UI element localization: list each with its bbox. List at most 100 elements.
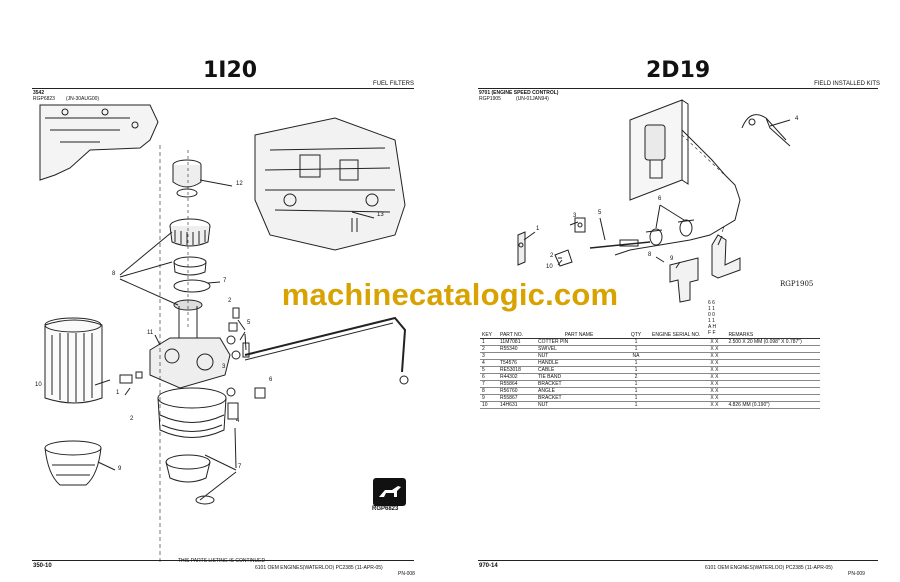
footer-catalog-right: 6101 OEM ENGINES(WATERLOO) PC2385 (11-AP… xyxy=(705,565,833,571)
callout-10: 10 xyxy=(546,264,553,270)
callout-9: 9 xyxy=(670,256,674,262)
cell-variant: X X xyxy=(702,338,727,346)
col-serial: ENGINE SERIAL NO. xyxy=(650,332,703,339)
cell-variant: X X xyxy=(702,345,727,353)
cell-serial xyxy=(650,345,703,353)
callout-2-bottom: 2 xyxy=(130,416,134,422)
cell-part-no: 11M7081 xyxy=(498,338,536,346)
cell-part-name: NUT xyxy=(536,352,622,360)
cell-key: 9 xyxy=(480,394,498,402)
serial-left: (JN-30AUG00) xyxy=(66,96,100,102)
parts-table: KEY PART NO. PART NAME QTY ENGINE SERIAL… xyxy=(480,332,821,409)
cell-qty: 1 xyxy=(622,387,650,395)
cell-part-name: BRACKET xyxy=(536,394,622,402)
cell-qty: 1 xyxy=(622,359,650,367)
header-rule-left xyxy=(32,88,414,89)
cell-variant: X X xyxy=(702,387,727,395)
cell-part-no: RE53018 xyxy=(498,366,536,374)
cell-part-no: R56760 xyxy=(498,387,536,395)
cell-qty: 2 xyxy=(622,373,650,381)
page-id-right: 2D19 xyxy=(646,58,711,83)
cell-serial xyxy=(650,338,703,346)
cell-part-no xyxy=(498,352,536,360)
cell-qty: 1 xyxy=(622,380,650,388)
figure-label-right: RGP1905 xyxy=(780,280,814,288)
cell-part-no: T54576 xyxy=(498,359,536,367)
callout-1: 1 xyxy=(116,390,120,396)
cell-variant: X X xyxy=(702,373,727,381)
callout-4: 4 xyxy=(236,418,240,424)
cell-variant: X X xyxy=(702,352,727,360)
cell-serial xyxy=(650,352,703,360)
john-deere-logo xyxy=(373,478,406,506)
cell-serial xyxy=(650,401,703,409)
cell-serial xyxy=(650,387,703,395)
cell-qty: 1 xyxy=(622,345,650,353)
cell-part-name: TIE BAND xyxy=(536,373,622,381)
footer-rule-right xyxy=(478,560,878,561)
fuel-filter-illustration xyxy=(39,104,409,565)
footer-page-left: 350-10 xyxy=(33,563,52,569)
cell-remarks xyxy=(726,387,821,395)
callout-3: 3 xyxy=(573,213,577,219)
parts-table-header: KEY PART NO. PART NAME QTY ENGINE SERIAL… xyxy=(480,332,821,339)
section-title-right: FIELD INSTALLED KITS xyxy=(814,81,880,87)
callout-6: 6 xyxy=(269,377,273,383)
speed-control-illustration xyxy=(517,99,791,303)
cell-remarks xyxy=(726,380,821,388)
cell-key: 4 xyxy=(480,359,498,367)
header-rule-right xyxy=(478,88,878,89)
col-remarks: REMARKS xyxy=(726,332,821,339)
col-variant xyxy=(702,332,727,339)
callout-2-top: 2 xyxy=(228,298,232,304)
cell-qty: NA xyxy=(622,352,650,360)
deer-icon xyxy=(379,486,401,497)
footer-pn-left: PN-008 xyxy=(398,571,415,577)
left-page: 1I20 FUEL FILTERS 3542 RGP6823 (JN-30AUG… xyxy=(32,58,415,577)
callout-3: 3 xyxy=(222,364,226,370)
cell-remarks xyxy=(726,352,821,360)
footer-rule-left xyxy=(32,560,414,561)
cell-qty: 1 xyxy=(622,401,650,409)
callout-8: 8 xyxy=(112,271,116,277)
callout-4: 4 xyxy=(795,116,799,122)
cell-remarks: 2.500 X 20 MM (0.098" X 0.787") xyxy=(726,338,821,346)
callout-7: 7 xyxy=(721,228,725,234)
callout-12: 12 xyxy=(236,181,243,187)
cell-remarks xyxy=(726,394,821,402)
cell-part-name: CABLE xyxy=(536,366,622,374)
callout-10: 10 xyxy=(35,382,42,388)
cell-key: 1 xyxy=(480,338,498,346)
cell-variant: X X xyxy=(702,394,727,402)
cell-part-name: HANDLE xyxy=(536,359,622,367)
col-part-no: PART NO. xyxy=(498,332,536,339)
serial-right: (UN-01JAN94) xyxy=(516,96,549,102)
callout-5: 5 xyxy=(598,210,602,216)
cell-part-no: R55867 xyxy=(498,394,536,402)
callout-11: 11 xyxy=(147,330,154,336)
cell-key: 8 xyxy=(480,387,498,395)
cell-qty: 1 xyxy=(622,394,650,402)
right-page: 2D19 FIELD INSTALLED KITS 9701 (ENGINE S… xyxy=(450,0,900,582)
ref-code-left: RGP6823 xyxy=(33,96,55,102)
callout-2: 2 xyxy=(550,253,554,259)
cell-key: 3 xyxy=(480,352,498,360)
col-qty: QTY xyxy=(622,332,650,339)
cell-key: 7 xyxy=(480,380,498,388)
callout-1: 1 xyxy=(536,226,540,232)
cell-qty: 1 xyxy=(622,366,650,374)
footer-pn-right: PN-009 xyxy=(848,571,865,577)
cell-serial xyxy=(650,380,703,388)
section-title-left: FUEL FILTERS xyxy=(372,81,414,87)
cell-variant: X X xyxy=(702,380,727,388)
footer-continued: THIS PARTS LISTING IS CONTINUED xyxy=(178,558,266,564)
footer-page-right: 970-14 xyxy=(479,563,498,569)
